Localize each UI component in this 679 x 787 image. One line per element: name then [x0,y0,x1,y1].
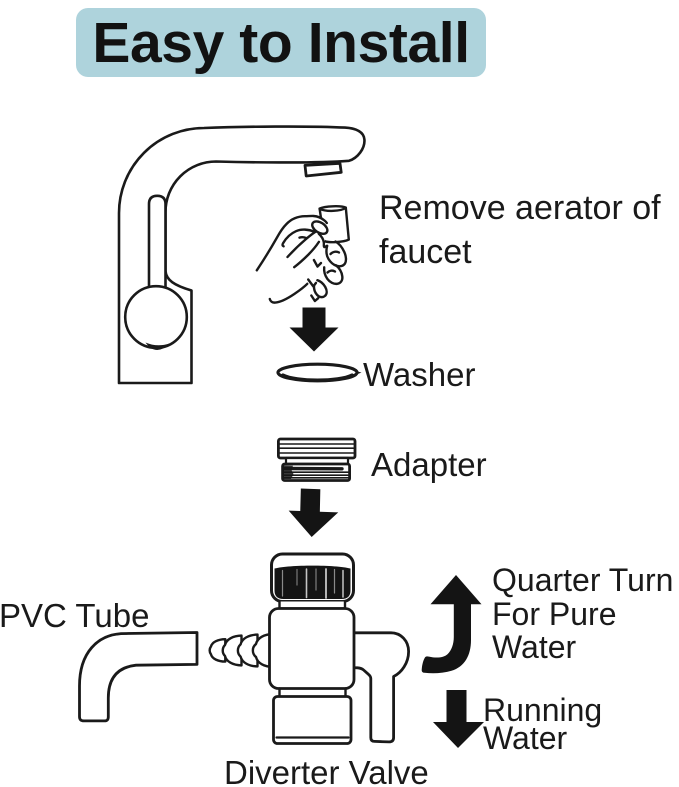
valve-body [268,607,356,690]
curled-finger-ring [322,264,344,286]
washer-bottom-thickness [281,373,354,383]
pvc-tube-elbow [78,631,199,723]
index-knuckle-crease [298,235,308,240]
curled-finger-pinky [312,279,328,299]
washer-illustration [276,362,362,383]
down-arrow-icon-1 [289,307,339,352]
aerator-cylinder-rim [318,206,347,213]
hand-silhouette [256,216,329,303]
valve-cap-knurl-streaks [281,568,344,599]
valve-barb-3 [236,633,259,668]
adapter-illustration [276,437,357,482]
index-finger-bottom [281,228,316,248]
adapter-bottom-thread-lines [283,471,349,479]
pvc-tube-illustration [78,631,199,723]
valve-spout [351,631,410,744]
knuckle-v-crease-3 [310,294,320,303]
quarter-turn-arrow-icon [421,575,482,674]
label-adapter: Adapter [371,446,487,483]
adapter-dark-left [283,465,294,479]
thumb-bottom-edge [293,240,321,269]
page-title: Easy to Install [92,11,470,75]
quarter-turn-arrow-head [430,575,482,605]
label-diverter-valve: Diverter Valve [224,754,429,787]
valve-cap-knurl [274,565,351,599]
faucet-aerator-slot [303,162,343,178]
valve-barb-1 [208,638,227,663]
title-banner: Easy to Install [76,8,486,77]
valve-bottom-block [272,695,353,745]
valve-barb-4 [251,632,275,669]
faucet-knob [123,284,189,350]
diverter-valve-illustration [208,552,410,745]
label-washer: Washer [363,355,476,393]
faucet-illustration [117,125,366,385]
adapter-top-thread-lines [278,443,355,454]
running-water-arrow-icon [433,690,484,748]
finger-crease-middle [329,250,341,256]
label-running-water: Running Water [483,692,603,756]
down-arrow-shape [289,307,339,352]
hand-back-and-index-top [255,214,328,272]
hand-holding-aerator-illustration [255,205,350,304]
down-arrow-shape [288,488,339,537]
curled-finger-middle [325,240,348,268]
running-water-arrow-shape [433,690,484,748]
label-remove-aerator: Remove aerator of faucet [379,189,661,271]
valve-barb-2 [221,634,243,667]
faucet-knob-shadow [145,342,170,351]
thumb-tip [317,232,329,249]
washer-right-tip [355,370,362,375]
faucet-handle [147,194,167,300]
knuckle-v-crease-1 [312,258,323,268]
thumb-top-edge [286,230,317,259]
quarter-turn-arrow-shaft [421,603,471,674]
wrist-bottom-line [268,282,309,304]
label-quarter-turn: Quarter Turn For Pure Water [492,562,674,665]
index-fingernail [311,220,329,236]
finger-crease-ring [326,269,337,274]
label-pvc-tube: PVC Tube [0,596,150,634]
down-arrow-icon-2 [288,488,339,537]
